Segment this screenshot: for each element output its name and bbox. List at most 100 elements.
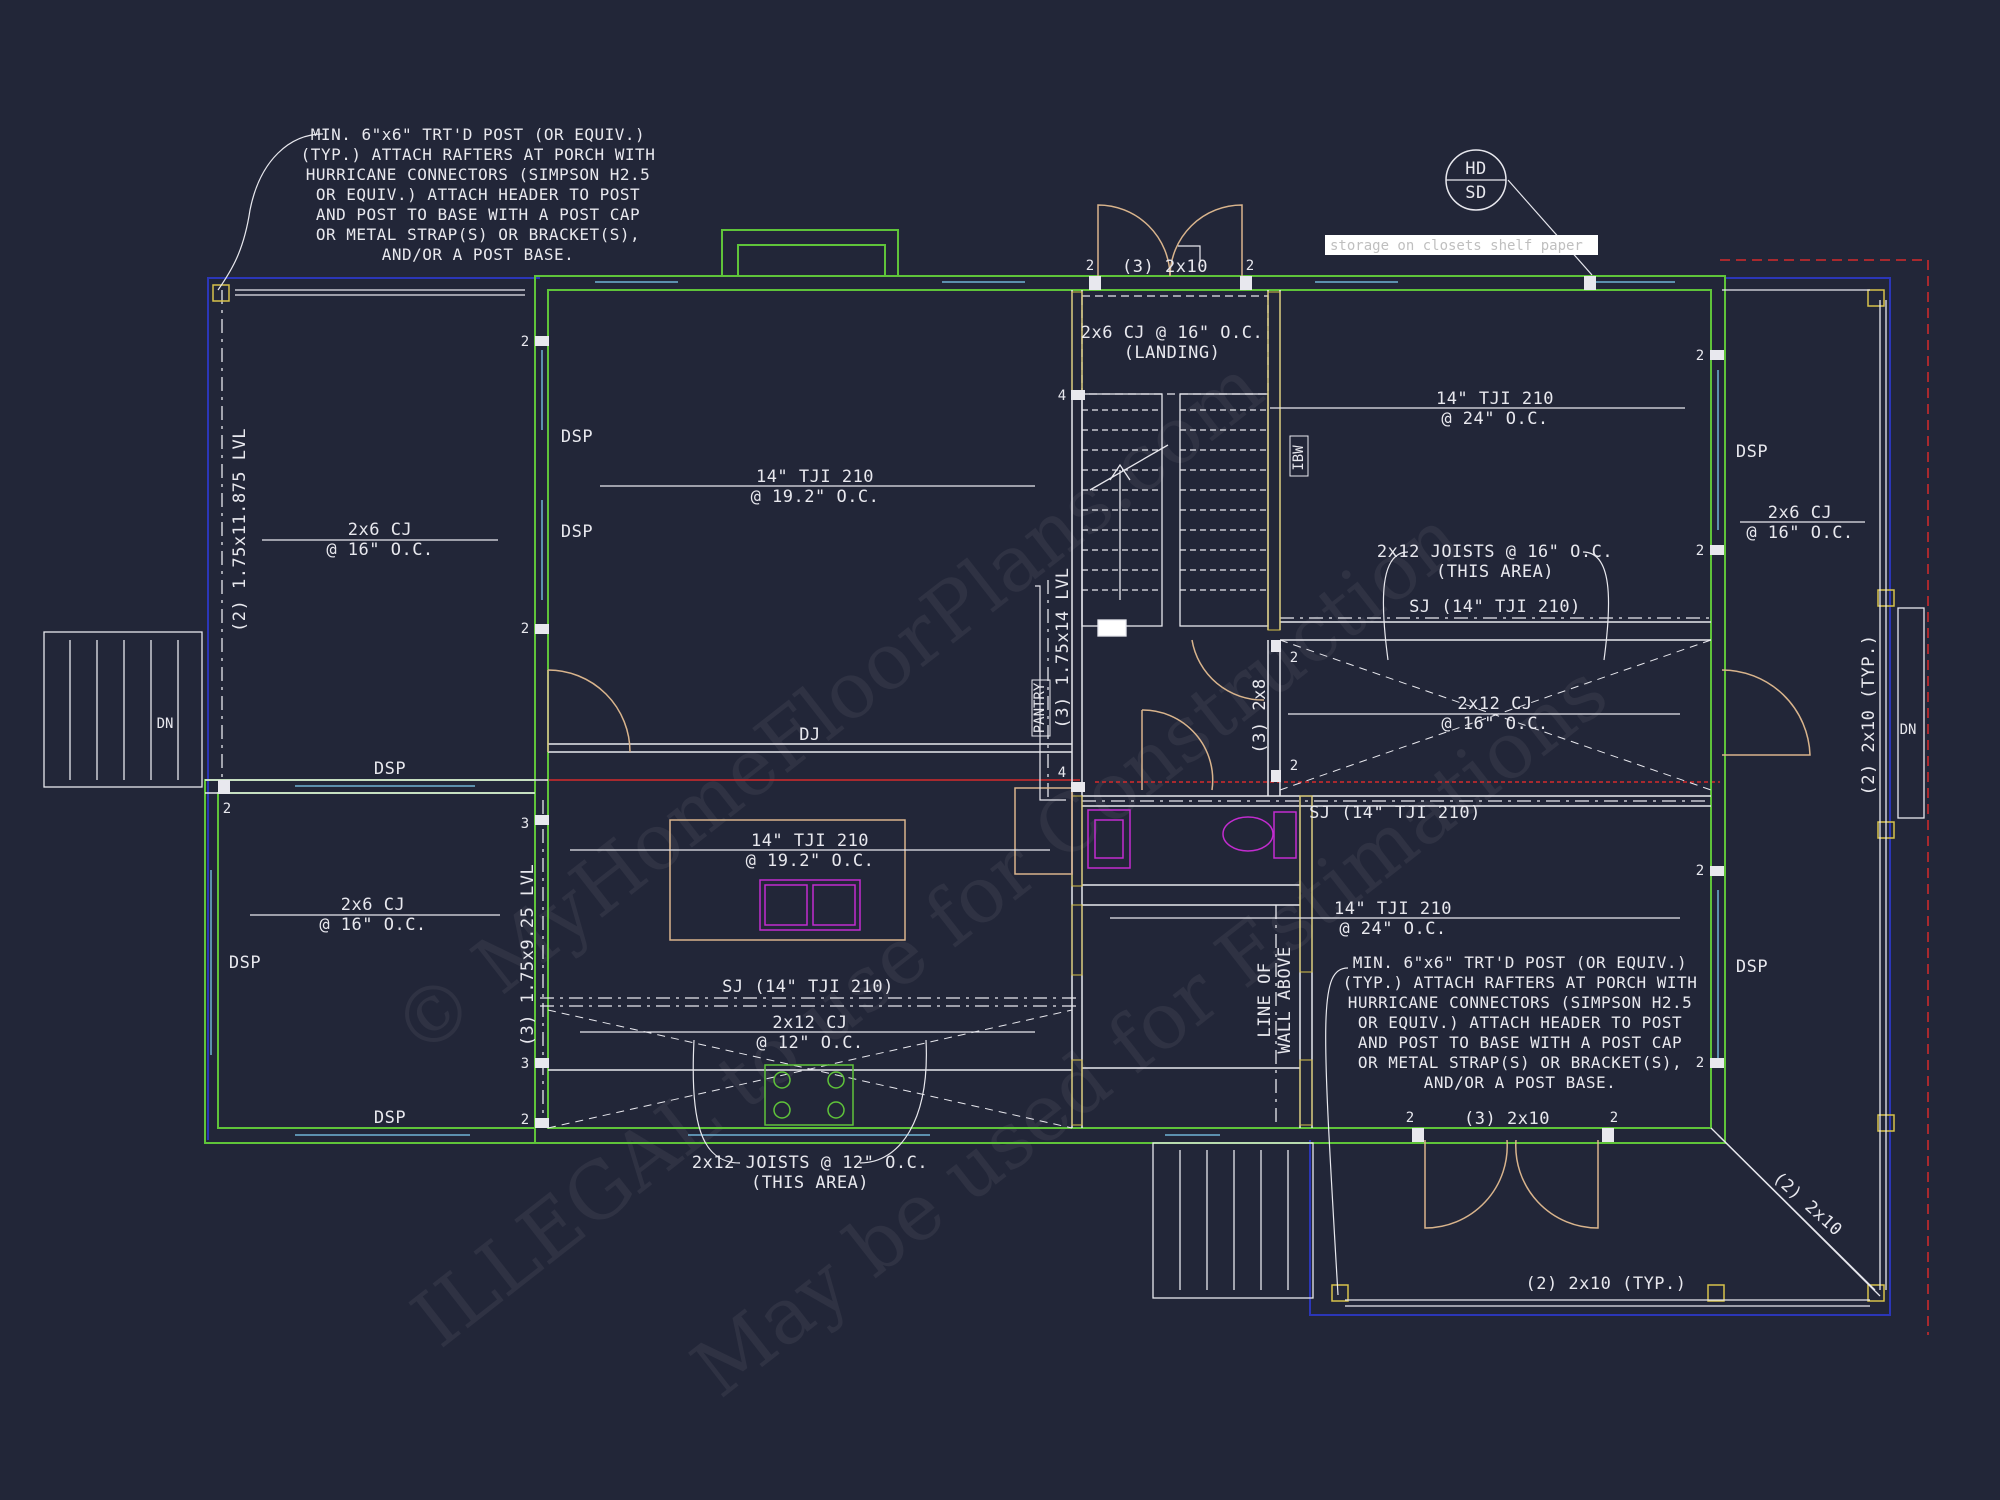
hd-sd-symbol: HD SD	[1445, 149, 1507, 211]
label-cj-left-top-oc: @ 16" O.C.	[326, 540, 433, 560]
burner-1	[773, 1071, 791, 1089]
label-tji-br: 14" TJI 210	[1334, 899, 1452, 919]
porch-boundary-right	[1309, 277, 1891, 1316]
hatch-bath-left-3	[1071, 1059, 1083, 1126]
stair-direction-arrow	[1109, 463, 1131, 600]
note-right-line-4: OR EQUIV.) ATTACH HEADER TO POST	[1358, 1013, 1682, 1032]
label-dsp-1: DSP	[561, 427, 593, 447]
label-cj-2x12-16-oc: @ 16" O.C.	[1441, 714, 1548, 734]
note-left-line-1: MIN. 6"x6" TRT'D POST (OR EQUIV.)	[311, 125, 645, 144]
label-dn-left: DN	[157, 716, 174, 732]
label-cj-right-oc: @ 16" O.C.	[1746, 523, 1853, 543]
stud-markers	[218, 276, 1724, 1142]
post-bottom-right	[1867, 1284, 1885, 1302]
plan-labels: 2x6 CJ @ 16" O.C. (2) 1.75x11.875 LVL 14…	[157, 257, 1917, 1294]
count-15: 2	[1696, 863, 1704, 879]
count-13: 2	[521, 1112, 529, 1128]
burner-2	[827, 1071, 845, 1089]
note-right-line-3: HURRICANE CONNECTORS (SIMPSON H2.5	[1348, 993, 1693, 1012]
count-12: 3	[521, 1056, 529, 1072]
count-6: 2	[1246, 258, 1254, 274]
porch-note-left: MIN. 6"x6" TRT'D POST (OR EQUIV.) (TYP.)…	[301, 125, 656, 264]
count-18: 2	[1610, 1110, 1618, 1126]
kitchen-sink-outer	[759, 879, 861, 931]
label-cj-2x12-12-oc: @ 12" O.C.	[756, 1033, 863, 1053]
count-8: 2	[1696, 543, 1704, 559]
fireplace-box	[737, 244, 886, 277]
kitchen-island	[669, 819, 906, 941]
porch-boundary-left	[207, 277, 540, 1140]
door-bottom-left-leaf	[1424, 1139, 1508, 1229]
label-cj-2x12-16: 2x12 CJ	[1457, 694, 1532, 714]
door-left-room	[547, 669, 631, 753]
label-dsp-2: DSP	[561, 522, 593, 542]
label-ibw: IBW	[1291, 445, 1307, 471]
label-porch-2x10-bottom: (2) 2x10 (TYP.)	[1525, 1274, 1686, 1294]
post-top-left	[212, 284, 230, 302]
note-left-line-3: HURRICANE CONNECTORS (SIMPSON H2.5	[306, 165, 651, 184]
count-4: 4	[1058, 765, 1066, 781]
hatch-bath-left-2	[1071, 904, 1083, 976]
post-bottom-mid	[1707, 1284, 1725, 1302]
label-tji-right-oc: @ 24" O.C.	[1441, 409, 1548, 429]
label-kitchen-tji-oc: @ 19.2" O.C.	[746, 851, 875, 871]
label-lvl-stair: (3) 1.75x14 LVL	[1053, 567, 1073, 728]
label-sj-upper: SJ (14" TJI 210)	[1409, 597, 1581, 617]
fireplace-bumpout	[721, 229, 899, 276]
label-header-3-2x8: (3) 2x8	[1250, 678, 1270, 753]
sd-label: SD	[1465, 183, 1486, 203]
label-cj-left-top: 2x6 CJ	[348, 520, 412, 540]
count-5: 2	[1086, 258, 1094, 274]
label-header-3-2x10-top: (3) 2x10	[1122, 257, 1208, 277]
note-right-line-1: MIN. 6"x6" TRT'D POST (OR EQUIV.)	[1353, 953, 1687, 972]
label-sj-lower: SJ (14" TJI 210)	[1309, 803, 1481, 823]
label-lvl-left: (2) 1.75x11.875 LVL	[230, 428, 250, 632]
label-kitchen-tji: 14" TJI 210	[751, 831, 869, 851]
pantry-cabinet	[1014, 787, 1073, 875]
label-joists-2x12-12: 2x12 JOISTS @ 12" O.C.	[692, 1153, 928, 1173]
note-right-line-5: AND POST TO BASE WITH A POST CAP	[1358, 1033, 1682, 1052]
label-joists-2x12-16-area: (THIS AREA)	[1436, 562, 1554, 582]
hatch-bath-right	[1299, 795, 1313, 973]
note-left-line-4: OR EQUIV.) ATTACH HEADER TO POST	[316, 185, 640, 204]
toilet-bowl	[1222, 816, 1274, 852]
label-tji-main: 14" TJI 210	[756, 467, 874, 487]
hd-label: HD	[1465, 159, 1486, 179]
label-joists-2x12-12-area: (THIS AREA)	[751, 1173, 869, 1193]
count-9: 2	[1290, 650, 1298, 666]
label-tji-right: 14" TJI 210	[1436, 389, 1554, 409]
porch-steps	[43, 607, 1925, 1299]
count-17: 2	[1406, 1110, 1414, 1126]
label-cj-2x12-12: 2x12 CJ	[772, 1013, 847, 1033]
stair-post	[1097, 619, 1127, 637]
door-mid-right	[1191, 639, 1265, 701]
pantry-tag	[1031, 679, 1051, 737]
range-cooktop	[764, 1064, 854, 1126]
count-14: 2	[223, 801, 231, 817]
count-7: 2	[1696, 348, 1704, 364]
count-1: 2	[521, 334, 529, 350]
label-landing: (LANDING)	[1124, 343, 1221, 363]
porch-beams	[235, 289, 1887, 1307]
label-dsp-7: DSP	[1736, 957, 1768, 977]
label-porch-2x10-right: (2) 2x10 (TYP.)	[1859, 634, 1879, 795]
post-bottom-left	[1331, 1284, 1349, 1302]
label-porch-2x10-diag: (2) 2x10	[1769, 1168, 1846, 1240]
count-11: 3	[521, 816, 529, 832]
ibw-box	[1289, 435, 1309, 477]
property-line-right	[1720, 259, 1929, 1335]
stair-break-line	[1089, 444, 1169, 491]
label-dsp-5: DSP	[229, 953, 261, 973]
windows	[210, 281, 1719, 1136]
label-dn-right: DN	[1900, 722, 1917, 738]
note-right-line-6: OR METAL STRAP(S) OR BRACKET(S),	[1358, 1053, 1682, 1072]
count-16: 2	[1696, 1055, 1704, 1071]
label-pantry: PANTRY	[1032, 682, 1048, 733]
hatched-walls	[1071, 291, 1313, 1126]
note-left-line-2: (TYP.) ATTACH RAFTERS AT PORCH WITH	[301, 145, 656, 164]
joist-area-crosses	[547, 639, 1712, 1129]
door-right-exterior	[1721, 669, 1811, 756]
label-header-3-2x10-bottom: (3) 2x10	[1464, 1109, 1550, 1129]
label-dsp-4: DSP	[374, 759, 406, 779]
redacted-callout-box	[1325, 235, 1598, 255]
